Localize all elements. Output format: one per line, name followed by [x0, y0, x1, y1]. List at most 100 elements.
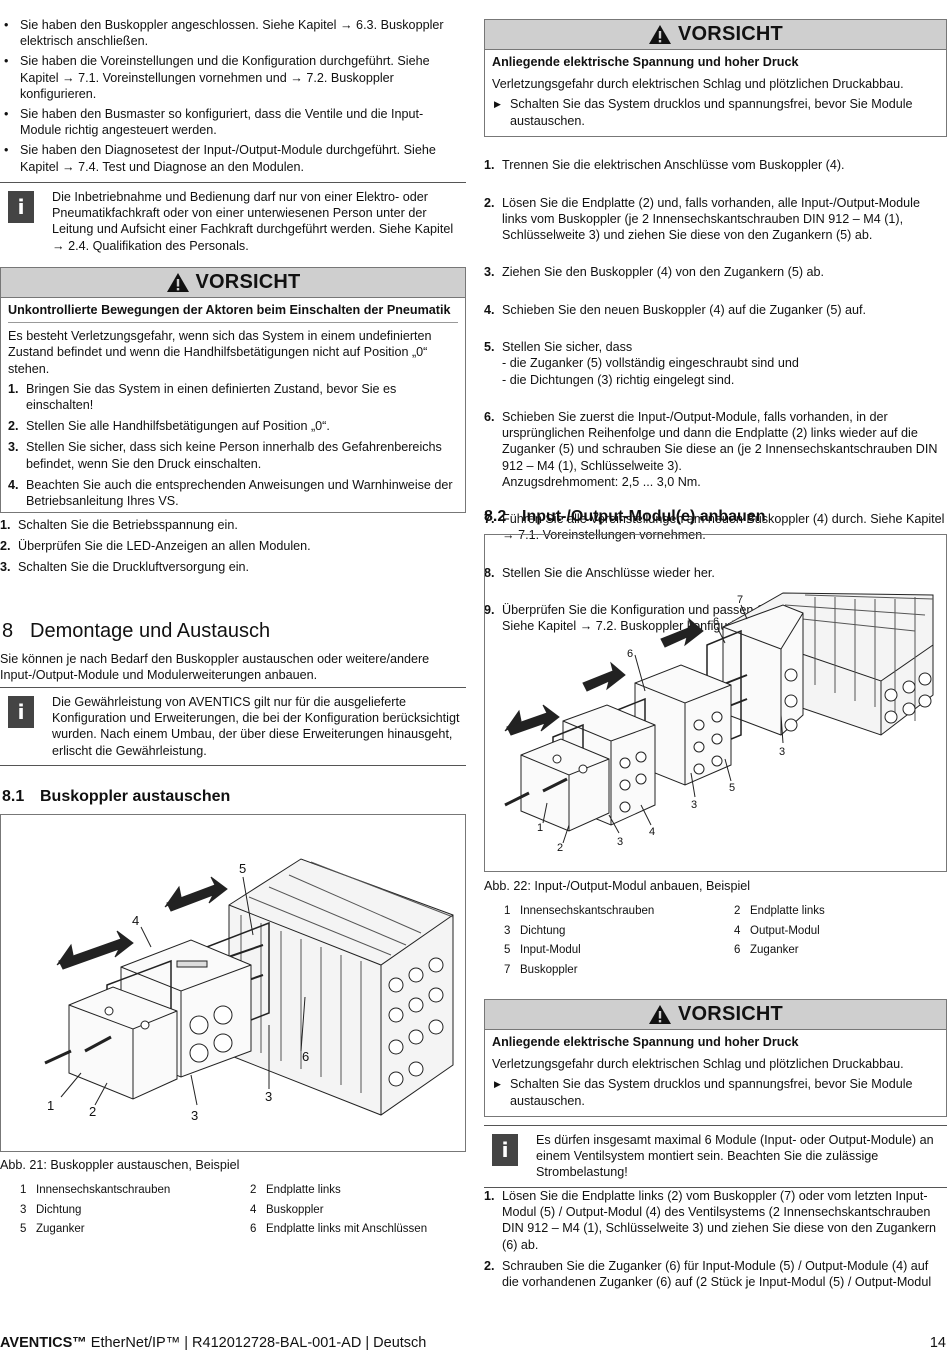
chapter-intro: Sie können je nach Bedarf den Buskoppler… — [0, 652, 430, 683]
list-item: 2.Schrauben Sie die Zuganker (6) für Inp… — [484, 1258, 932, 1290]
caution-text: Verletzungsgefahr durch elektrischen Sch… — [492, 1057, 904, 1072]
list-item: 4.Schieben Sie den neuen Buskoppler (4) … — [484, 302, 867, 317]
caution-header: VORSICHT — [1, 268, 465, 298]
figure-label: 6 — [302, 1049, 309, 1064]
list-item: Sie haben den Busmaster so konfiguriert,… — [0, 106, 456, 138]
list-item: 3.Schalten Sie die Druckluftversorgung e… — [0, 560, 250, 575]
caution-subject: Anliegende elektrische Spannung und hohe… — [492, 55, 799, 69]
figure-label: 5 — [239, 861, 246, 876]
add-module-steps: 1.Lösen Sie die Endplatte links (2) vom … — [484, 1188, 947, 1295]
caution-action: Schalten Sie das System drucklos und spa… — [492, 1076, 939, 1108]
caution-box: VORSICHT Anliegende elektrische Spannung… — [484, 19, 947, 137]
caution-text: Verletzungsgefahr durch elektrischen Sch… — [492, 77, 904, 92]
info-icon: i — [492, 1134, 518, 1166]
divider — [0, 182, 466, 183]
figure-21: 1 2 3 3 4 5 6 — [0, 814, 466, 1152]
figure-22: 7 6 6 3 5 3 4 3 1 2 — [484, 534, 947, 872]
list-item: 1.Lösen Sie die Endplatte links (2) vom … — [484, 1189, 937, 1252]
page-number: 14 — [929, 1335, 946, 1351]
figure-label: 6 — [627, 648, 633, 660]
figure-label: 3 — [691, 799, 697, 811]
figure-caption: Abb. 22: Input-/Output-Modul anbauen, Be… — [484, 879, 751, 893]
figure-label: 2 — [89, 1104, 96, 1119]
info-note: i Die Inbetriebnahme und Bedienung darf … — [0, 183, 466, 260]
footer-text: EtherNet/IP™ | R412012728-BAL-001-AD | D… — [86, 1335, 427, 1351]
list-item: 3.Stellen Sie sicher, dass sich keine Pe… — [8, 440, 442, 471]
figure-label: 1 — [537, 822, 543, 834]
brand-name: AVENTICS™ — [0, 1335, 87, 1351]
figure-label: 1 — [47, 1098, 54, 1113]
caution-header: VORSICHT — [485, 1000, 946, 1030]
figure-label: 3 — [617, 836, 623, 848]
list-item: Sie haben den Buskoppler angeschlossen. … — [0, 17, 456, 49]
figure-label: 4 — [132, 913, 139, 928]
list-item: Sie haben den Diagnosetest der Input-/Ou… — [0, 142, 456, 174]
info-text: Die Inbetriebnahme und Bedienung darf nu… — [52, 190, 454, 253]
figure-caption: Abb. 21: Buskoppler austauschen, Beispie… — [0, 1158, 240, 1172]
divider — [484, 1125, 947, 1126]
startup-steps: 1.Schalten Sie die Betriebsspannung ein.… — [0, 517, 466, 581]
list-item: 1.Trennen Sie die elektrischen Anschlüss… — [484, 158, 845, 173]
info-icon: i — [8, 191, 34, 223]
figure-label: 2 — [557, 842, 563, 854]
list-item: 2.Lösen Sie die Endplatte (2) und, falls… — [484, 195, 920, 243]
figure-label: 3 — [191, 1108, 198, 1123]
list-item: 8.Stellen Sie die Anschlüsse wieder her. — [484, 565, 715, 580]
prerequisite-list: Sie haben den Buskoppler angeschlossen. … — [0, 17, 456, 179]
caution-box: VORSICHT Unkontrollierte Bewegungen der … — [0, 267, 466, 513]
list-item: 2.Stellen Sie alle Handhilfsbetätigungen… — [8, 419, 330, 434]
info-note: i Es dürfen insgesamt maximal 6 Module (… — [484, 1126, 947, 1188]
figure-label: 3 — [265, 1089, 272, 1104]
caution-header: VORSICHT — [485, 20, 946, 50]
caution-box: VORSICHT Anliegende elektrische Spannung… — [484, 999, 947, 1117]
warning-triangle-icon — [649, 1005, 672, 1024]
caution-action: Schalten Sie das System drucklos und spa… — [492, 96, 939, 128]
caution-text: Es besteht Verletzungsgefahr, wenn sich … — [8, 329, 432, 376]
caution-subject: Unkontrollierte Bewegungen der Aktoren b… — [8, 302, 458, 324]
info-note: i Die Gewährleistung von AVENTICS gilt n… — [0, 688, 466, 766]
figure-label: 3 — [779, 746, 785, 758]
page-footer: AVENTICS™ EtherNet/IP™ | R412012728-BAL-… — [0, 1335, 950, 1351]
figure-label: 6 — [713, 616, 719, 628]
list-item: 5.Stellen Sie sicher, dass - die Zuganke… — [484, 340, 799, 387]
bus-coupler-exploded-illustration: 1 2 3 3 4 5 6 — [44, 858, 454, 1123]
list-item: 1.Schalten Sie die Betriebsspannung ein. — [0, 518, 238, 532]
io-module-exploded-illustration: 7 6 6 3 5 3 4 3 1 2 — [504, 592, 934, 854]
list-item: 7.Führen Sie alle Voreinstellungen am ne… — [484, 512, 945, 543]
info-icon: i — [8, 696, 34, 728]
figure-label: 5 — [729, 782, 735, 794]
list-item: 3.Ziehen Sie den Buskoppler (4) von den … — [484, 265, 825, 280]
list-item: 2.Überprüfen Sie die LED-Anzeigen an all… — [0, 539, 311, 554]
caution-title: VORSICHT — [678, 23, 783, 46]
info-text: Die Gewährleistung von AVENTICS gilt nur… — [52, 695, 460, 758]
info-text: Es dürfen insgesamt maximal 6 Module (In… — [536, 1133, 934, 1180]
divider — [0, 687, 466, 688]
caution-subject: Anliegende elektrische Spannung und hohe… — [492, 1035, 799, 1049]
caution-steps: 1.Bringen Sie das System in einen defini… — [8, 381, 458, 509]
figure-label: 7 — [737, 594, 743, 606]
caution-title: VORSICHT — [678, 1003, 783, 1026]
warning-triangle-icon — [166, 273, 189, 292]
caution-title: VORSICHT — [195, 271, 301, 294]
list-item: 6.Schieben Sie zuerst die Input-/Output-… — [484, 410, 938, 489]
list-item: 1.Bringen Sie das System in einen defini… — [8, 381, 397, 413]
warning-triangle-icon — [649, 25, 672, 44]
figure-label: 4 — [649, 826, 655, 838]
